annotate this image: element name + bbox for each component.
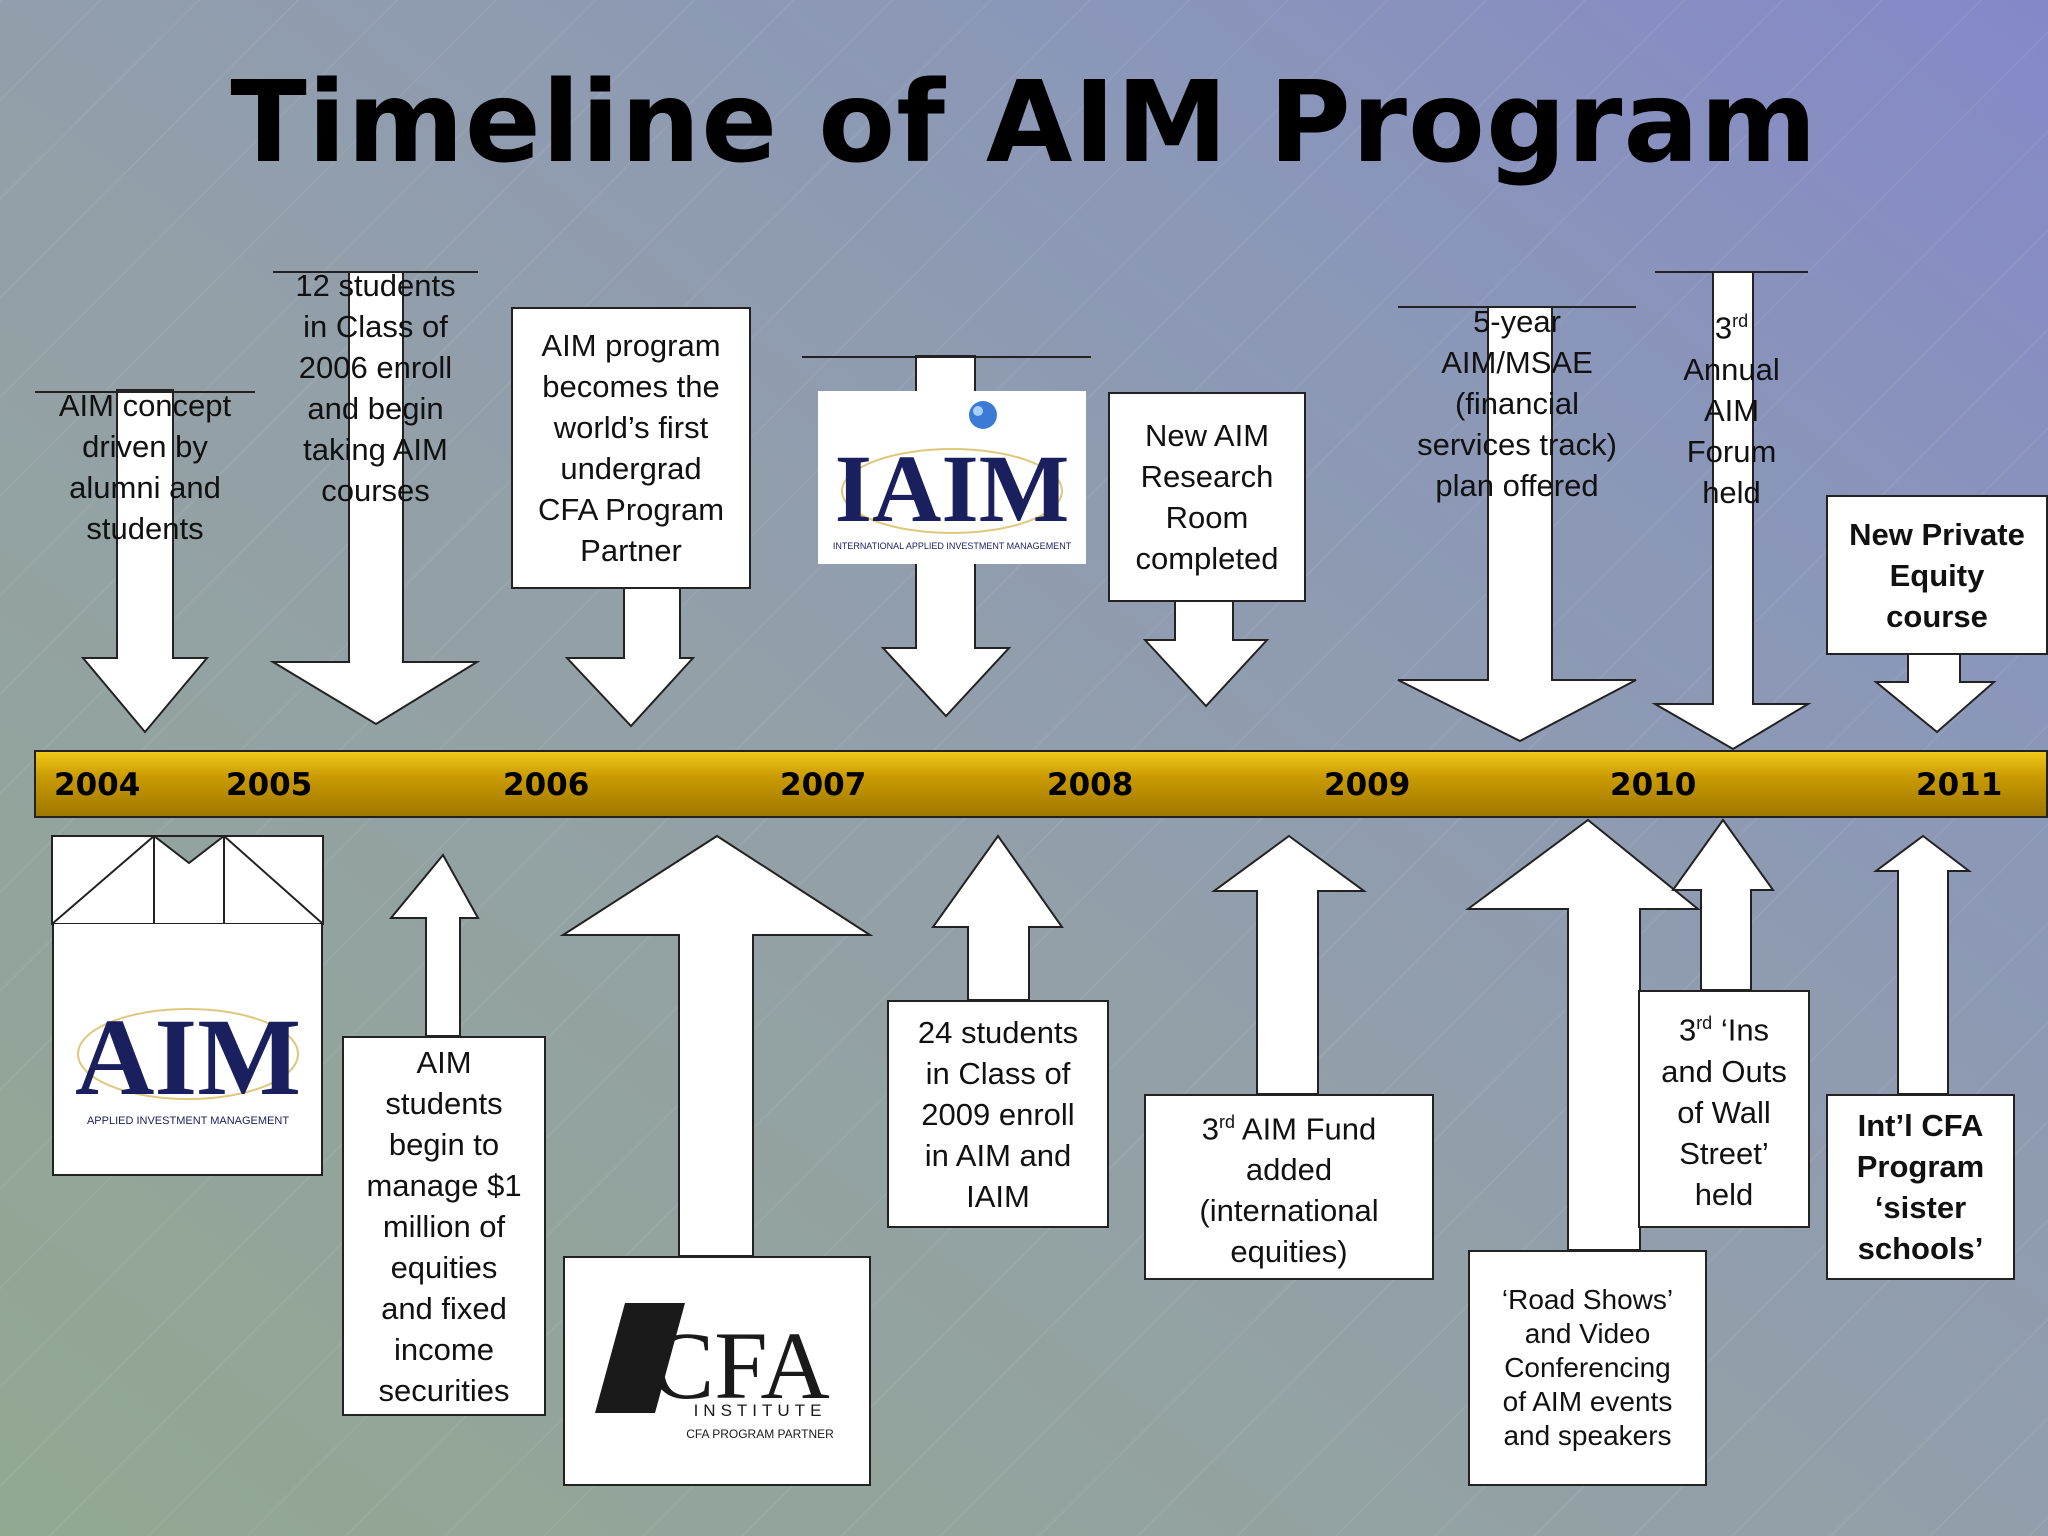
event-road-shows: ‘Road Shows’ and Video Conferencing of A… [1468, 1250, 1707, 1486]
arrow-up-sister-schools [1872, 834, 1972, 1095]
iaim-logo: IAIM INTERNATIONAL APPLIED INVESTMENT MA… [818, 391, 1086, 564]
ins-outs-ordinal-suffix: rd [1696, 1013, 1713, 1034]
cfa-logo-caption: CFA PROGRAM PARTNER [686, 1427, 834, 1441]
forum-ordinal: 3 [1714, 310, 1733, 346]
page-title: Timeline of AIM Program [230, 58, 1818, 188]
event-sister-schools: Int’l CFA Program ‘sister schools’ [1826, 1094, 2015, 1280]
year-2008: 2008 [1047, 767, 1134, 803]
aim-logo-caption: APPLIED INVESTMENT MANAGEMENT [87, 1115, 289, 1127]
ins-outs-ordinal: 3 [1678, 1012, 1697, 1048]
cfa-logo-text: CFA [650, 1312, 830, 1419]
event-private-equity: New Private Equity course [1826, 495, 2048, 655]
year-2010: 2010 [1610, 767, 1697, 803]
event-manage-1m: AIM students begin to manage $1 million … [342, 1036, 546, 1416]
arrow-down-msae [1397, 306, 1637, 743]
year-2007: 2007 [780, 767, 867, 803]
event-research-room: New AIM Research Room completed [1108, 392, 1306, 602]
aim-logo: AIM APPLIED INVESTMENT MANAGEMENT [52, 924, 323, 1176]
event-msae: 5-year AIM/MSAE (financial services trac… [1417, 303, 1617, 503]
event-class-2006: 12 students in Class of 2006 enroll and … [295, 268, 456, 508]
cfa-logo: CFA INSTITUTE CFA PROGRAM PARTNER [563, 1256, 871, 1486]
arrow-up-aim-logo [51, 835, 324, 925]
year-2004: 2004 [54, 767, 141, 803]
fund-ordinal: 3 [1201, 1111, 1219, 1147]
ins-outs-text: ‘Ins and Outs of Wall Street’ held [1661, 1012, 1787, 1212]
cfa-logo-sub: INSTITUTE [694, 1401, 827, 1420]
arrow-up-fund-3 [1210, 834, 1368, 1095]
arrow-up-cfa [559, 834, 874, 1257]
arrow-down-forum [1651, 271, 1812, 751]
event-forum: 3rd Annual AIM Forum held [1655, 302, 1808, 512]
arrow-down-class-2006 [269, 271, 481, 726]
arrow-down-aim-concept [80, 389, 210, 734]
forum-ordinal-suffix: rd [1732, 311, 1749, 332]
fund-ordinal-suffix: rd [1218, 1111, 1235, 1132]
year-2006: 2006 [503, 767, 590, 803]
event-cfa-partner: AIM program becomes the world’s first un… [511, 307, 751, 589]
year-2005: 2005 [226, 767, 313, 803]
arrow-down-cfa-partner [564, 587, 696, 728]
forum-text: Annual AIM Forum held [1683, 351, 1780, 510]
arrow-down-private-equity [1873, 651, 1997, 734]
event-class-2009: 24 students in Class of 2009 enroll in A… [887, 1000, 1109, 1228]
arrow-up-manage-1m [388, 853, 480, 1037]
fund-text: AIM Fund added (international equities) [1199, 1111, 1379, 1270]
arrow-up-class-2009 [931, 834, 1064, 1001]
event-fund-3: 3rd AIM Fund added (international equiti… [1144, 1094, 1434, 1280]
event-aim-concept: AIM concept driven by alumni and student… [58, 388, 232, 546]
timeline-bar [34, 750, 2048, 818]
arrow-down-research-room [1142, 599, 1270, 708]
iaim-logo-caption: INTERNATIONAL APPLIED INVESTMENT MANAGEM… [833, 541, 1072, 551]
aim-logo-text: AIM [75, 996, 301, 1118]
event-ins-outs: 3rd ‘Ins and Outs of Wall Street’ held [1638, 990, 1810, 1228]
year-2011: 2011 [1916, 767, 2003, 803]
iaim-logo-text: IAIM [835, 435, 1070, 542]
year-2009: 2009 [1324, 767, 1411, 803]
